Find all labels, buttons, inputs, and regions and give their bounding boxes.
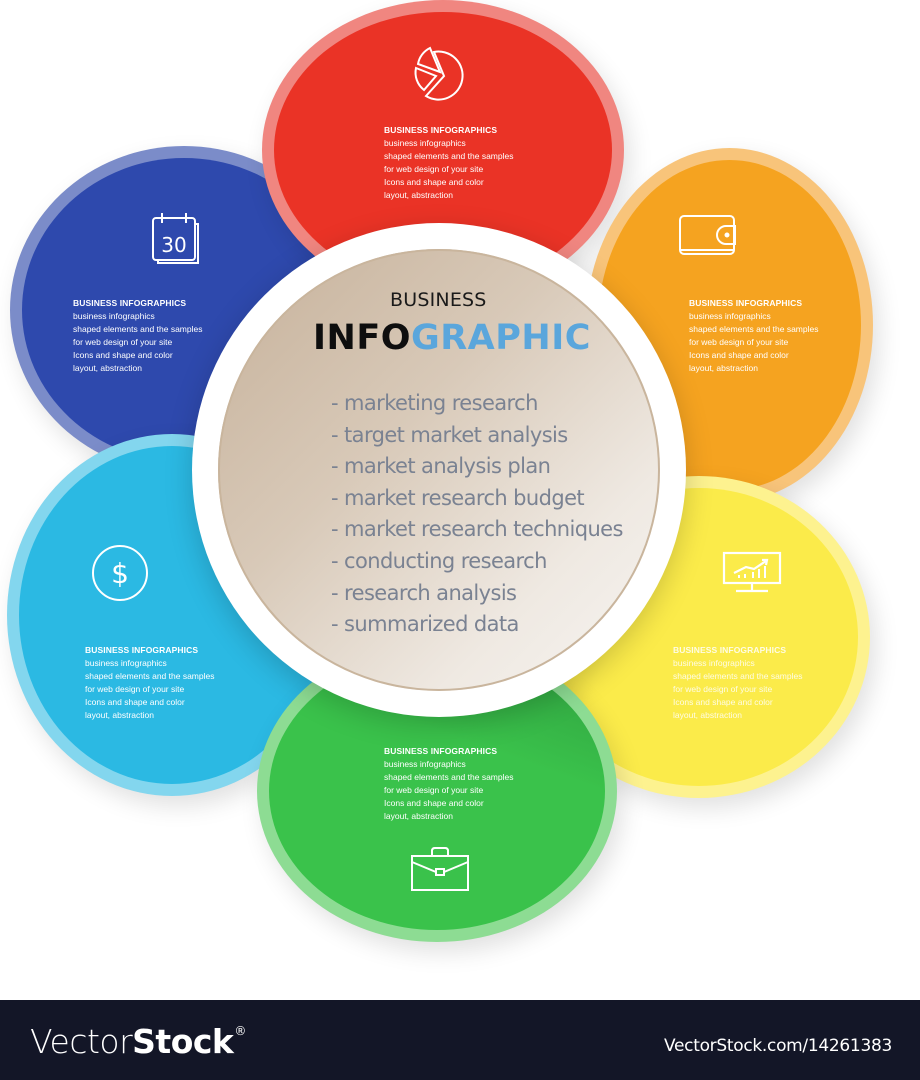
- list-item: - marketing research: [331, 391, 538, 415]
- infographic-canvas: BUSINESS INFOGRAPHICS business infograph…: [7, 0, 873, 942]
- petal-line: shaped elements and the samples: [85, 671, 215, 681]
- list-item: - research analysis: [331, 580, 517, 605]
- petal-title: BUSINESS INFOGRAPHICS: [384, 746, 498, 756]
- petal-line: business infographics: [73, 311, 155, 321]
- petal-line: for web design of your site: [689, 337, 789, 347]
- petal-bottom-left-text: BUSINESS INFOGRAPHICS business infograph…: [85, 644, 214, 722]
- petal-title: BUSINESS INFOGRAPHICS: [384, 125, 498, 135]
- center-title-dark: INFO: [313, 318, 411, 358]
- svg-text:$: $: [111, 557, 129, 590]
- list-item: - market research budget: [331, 485, 585, 510]
- logo-light-text: Vector: [30, 1022, 133, 1061]
- petal-top-text: BUSINESS INFOGRAPHICS business infograph…: [384, 124, 513, 202]
- petal-line: business infographics: [384, 759, 466, 769]
- petal-line: business infographics: [689, 311, 771, 321]
- petal-line: business infographics: [384, 138, 466, 148]
- petal-line: business infographics: [85, 658, 167, 668]
- petal-line: Icons and shape and color: [689, 350, 789, 360]
- footer-bar: [0, 1000, 920, 1080]
- registered-mark: ®: [234, 1024, 246, 1038]
- petal-line: shaped elements and the samples: [689, 324, 819, 334]
- petal-line: for web design of your site: [384, 785, 484, 795]
- center-business-label: BUSINESS: [390, 289, 487, 311]
- petal-line: layout, abstraction: [85, 710, 154, 720]
- petal-line: for web design of your site: [673, 684, 773, 694]
- petal-line: Icons and shape and color: [384, 177, 484, 187]
- petal-line: shaped elements and the samples: [673, 671, 803, 681]
- petal-line: Icons and shape and color: [85, 697, 185, 707]
- petal-line: layout, abstraction: [384, 811, 453, 821]
- petal-top-left-text: BUSINESS INFOGRAPHICS business infograph…: [73, 297, 202, 375]
- center-title: INFOGRAPHIC: [313, 318, 591, 358]
- list-item: - conducting research: [331, 548, 547, 573]
- petal-line: for web design of your site: [73, 337, 173, 347]
- image-id-text: VectorStock.com/14261383: [664, 1036, 892, 1056]
- petal-line: shaped elements and the samples: [384, 772, 514, 782]
- center-topic-list: - marketing research - target market ana…: [331, 388, 623, 641]
- petal-bottom-text: BUSINESS INFOGRAPHICS business infograph…: [384, 745, 513, 823]
- petal-title: BUSINESS INFOGRAPHICS: [73, 298, 187, 308]
- petal-bottom-right-text: BUSINESS INFOGRAPHICS business infograph…: [673, 644, 802, 722]
- petal-line: layout, abstraction: [384, 190, 453, 200]
- dollar-icon: $: [92, 545, 148, 601]
- petal-bottom: [257, 640, 617, 942]
- logo-bold-text: Stock: [132, 1022, 234, 1061]
- pie-chart-icon: [414, 46, 464, 101]
- petal-line: layout, abstraction: [73, 363, 142, 373]
- center-title-accent: GRAPHIC: [410, 318, 591, 358]
- petal-title: BUSINESS INFOGRAPHICS: [689, 298, 803, 308]
- list-item: - market analysis plan: [331, 454, 551, 479]
- wallet-icon: [679, 215, 736, 255]
- calendar-icon: 30: [152, 213, 199, 264]
- petal-line: shaped elements and the samples: [73, 324, 203, 334]
- petal-line: business infographics: [673, 658, 755, 668]
- list-item: - market research techniques: [331, 517, 623, 542]
- monitor-chart-icon: [722, 551, 782, 593]
- petal-title: BUSINESS INFOGRAPHICS: [673, 645, 787, 655]
- briefcase-icon: [411, 847, 469, 891]
- list-item: - summarized data: [331, 612, 519, 637]
- petal-line: for web design of your site: [384, 164, 484, 174]
- center-disc: [218, 249, 660, 691]
- list-item: - target market analysis: [331, 422, 568, 447]
- petal-line: layout, abstraction: [673, 710, 742, 720]
- petal-line: Icons and shape and color: [73, 350, 173, 360]
- petal-line: Icons and shape and color: [673, 697, 773, 707]
- petal-line: layout, abstraction: [689, 363, 758, 373]
- petal-line: for web design of your site: [85, 684, 185, 694]
- petal-top-right-text: BUSINESS INFOGRAPHICS business infograph…: [689, 297, 818, 375]
- svg-text:30: 30: [161, 233, 186, 257]
- petal-line: Icons and shape and color: [384, 798, 484, 808]
- vectorstock-logo: VectorStock®: [30, 1022, 246, 1061]
- petal-line: shaped elements and the samples: [384, 151, 514, 161]
- petal-title: BUSINESS INFOGRAPHICS: [85, 645, 199, 655]
